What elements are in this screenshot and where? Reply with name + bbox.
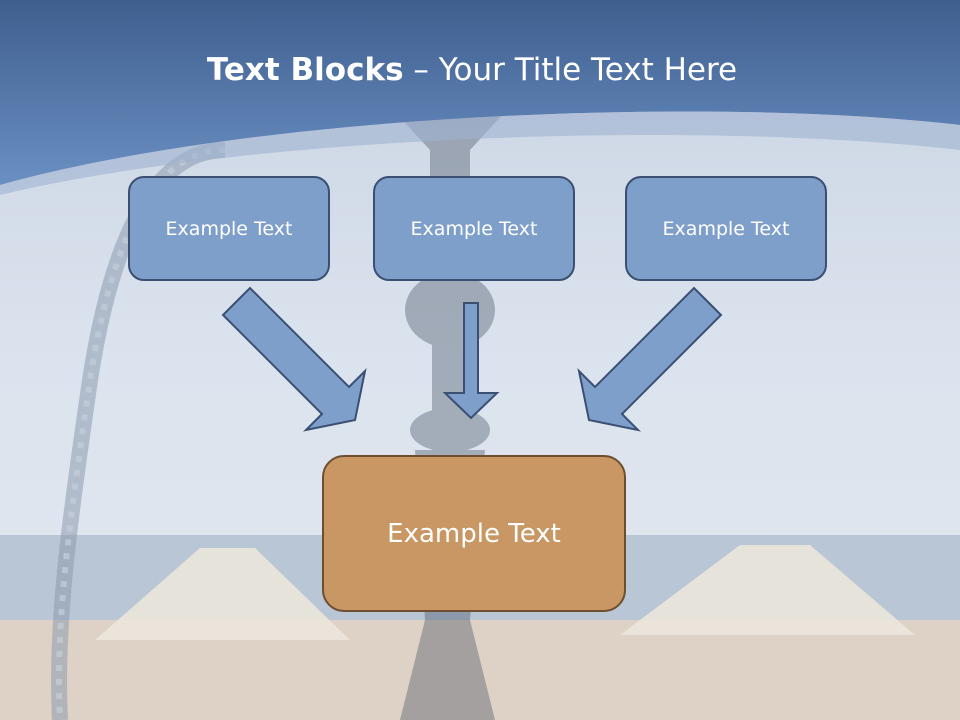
title-rest: Your Title Text Here xyxy=(438,52,738,88)
source-box-2: Example Text xyxy=(373,176,575,281)
target-box: Example Text xyxy=(322,455,626,612)
title-dash: – xyxy=(403,52,439,88)
title-bold: Text Blocks xyxy=(206,52,404,88)
source-box-3: Example Text xyxy=(625,176,827,281)
source-box-1: Example Text xyxy=(128,176,330,281)
slide-title: Text Blocks – Your Title Text Here xyxy=(0,52,944,88)
